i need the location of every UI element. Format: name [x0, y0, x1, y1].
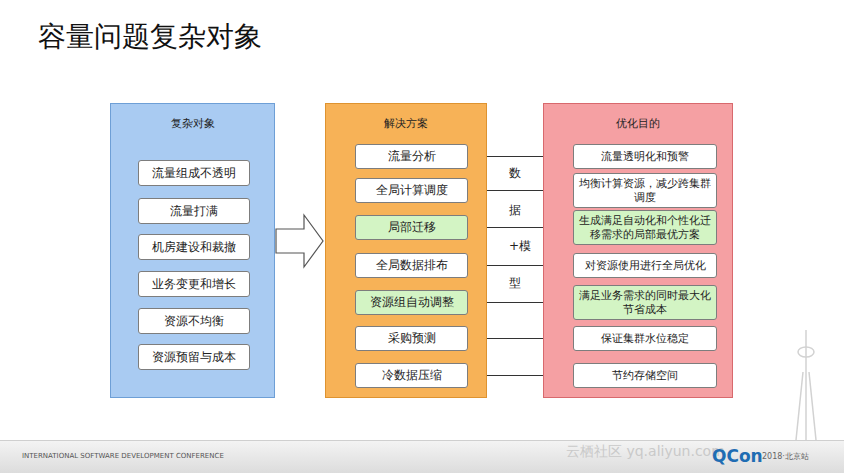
- item-text: 节约存储空间: [608, 369, 682, 382]
- item-text: 机房建设和裁撤: [148, 240, 240, 254]
- logo-text: QCon: [712, 446, 763, 466]
- item-text: 对资源使用进行全局优化: [581, 259, 710, 272]
- item-box: 流量分析: [355, 144, 468, 169]
- item-box: 采购预测: [355, 326, 468, 351]
- item-text: 采购预测: [384, 331, 440, 345]
- item-text: 资源组自动调整: [366, 295, 458, 309]
- item-box: 机房建设和裁撤: [138, 234, 250, 260]
- item-box: 资源预留与成本: [138, 344, 250, 370]
- panel-heading: 复杂对象: [111, 116, 274, 131]
- item-text: 流量打满: [166, 204, 222, 218]
- item-text: 流量透明化和预警: [597, 150, 693, 163]
- item-box: 对资源使用进行全局优化: [573, 253, 717, 278]
- item-text: 流量分析: [384, 149, 440, 163]
- item-box: 业务变更和增长: [138, 271, 250, 297]
- item-box: 保证集群水位稳定: [573, 326, 717, 351]
- item-text: 全局数据排布: [372, 258, 452, 272]
- item-text: 生成满足自动化和个性化迁移需求的局部最优方案: [574, 214, 716, 240]
- footer-band: [0, 440, 844, 473]
- item-text: 资源预留与成本: [148, 350, 240, 364]
- item-box: 节约存储空间: [573, 363, 717, 388]
- item-box: 流量打满: [138, 198, 250, 224]
- slide-title: 容量问题复杂对象: [38, 18, 262, 56]
- vertical-label: 数据+模型: [509, 155, 521, 301]
- item-box: 局部迁移: [355, 215, 468, 240]
- item-box: 全局数据排布: [355, 253, 468, 278]
- watermark: 云栖社区 yq.aliyun.com: [566, 443, 725, 460]
- item-box: 均衡计算资源，减少跨集群调度: [573, 173, 717, 208]
- logo-subtext: 2018·北京站: [762, 452, 809, 462]
- column-panel: 解决方案流量分析全局计算调度局部迁移全局数据排布资源组自动调整采购预测冷数据压缩: [325, 103, 487, 398]
- item-text: 保证集群水位稳定: [597, 332, 693, 345]
- item-box: 全局计算调度: [355, 178, 468, 203]
- tower-silhouette: [796, 330, 816, 440]
- item-box: 满足业务需求的同时最大化节省成本: [573, 285, 717, 320]
- item-box: 冷数据压缩: [355, 363, 468, 388]
- item-box: 资源组自动调整: [355, 290, 468, 315]
- item-text: 满足业务需求的同时最大化节省成本: [574, 289, 716, 315]
- panel-heading: 优化目的: [544, 116, 732, 131]
- block-arrow: [276, 215, 323, 267]
- column-panel: 优化目的流量透明化和预警均衡计算资源，减少跨集群调度生成满足自动化和个性化迁移需…: [543, 103, 733, 398]
- item-text: 业务变更和增长: [148, 277, 240, 291]
- item-text: 流量组成不透明: [148, 166, 240, 180]
- item-box: 资源不均衡: [138, 308, 250, 334]
- footer-text: INTERNATIONAL SOFTWARE DEVELOPMENT CONFE…: [22, 452, 224, 460]
- panel-heading: 解决方案: [326, 116, 486, 131]
- item-box: 流量组成不透明: [138, 160, 250, 186]
- item-box: 流量透明化和预警: [573, 144, 717, 169]
- item-text: 均衡计算资源，减少跨集群调度: [574, 177, 716, 203]
- item-text: 冷数据压缩: [378, 368, 446, 382]
- column-panel: 复杂对象流量组成不透明流量打满机房建设和裁撤业务变更和增长资源不均衡资源预留与成…: [110, 103, 275, 398]
- item-text: 全局计算调度: [372, 183, 452, 197]
- footer-rule: [0, 440, 844, 441]
- item-text: 资源不均衡: [160, 314, 228, 328]
- item-box: 生成满足自动化和个性化迁移需求的局部最优方案: [573, 210, 717, 245]
- item-text: 局部迁移: [384, 220, 440, 234]
